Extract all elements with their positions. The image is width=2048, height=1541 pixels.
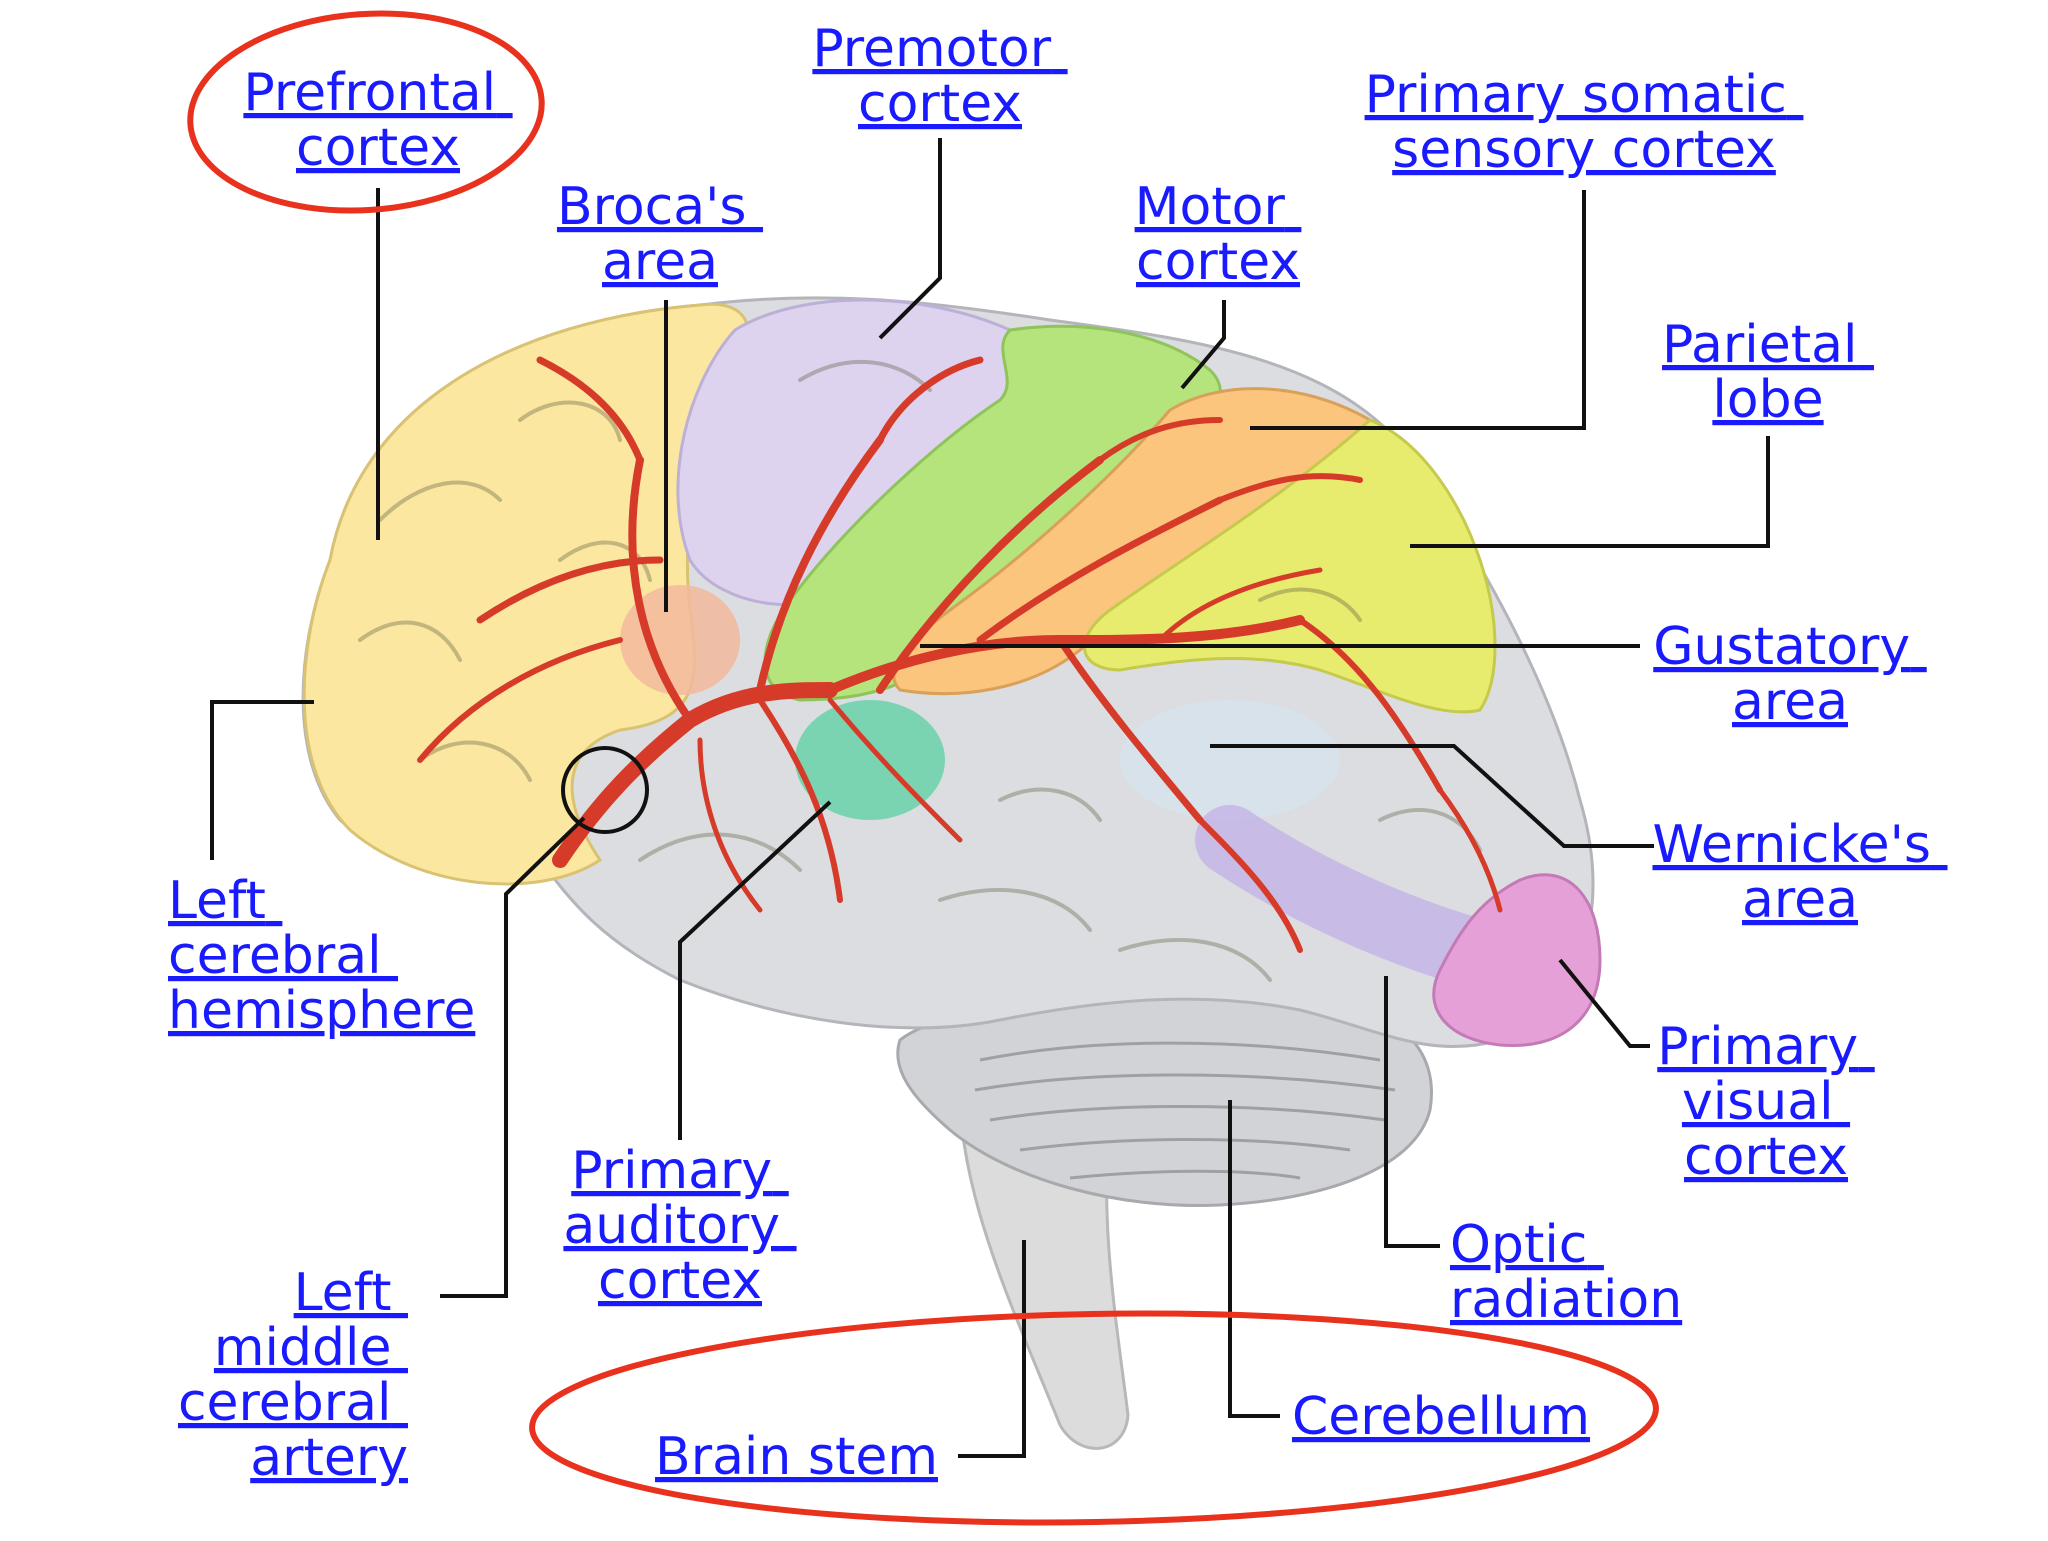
highlight-rings xyxy=(187,10,1659,1526)
visual-cortex-region xyxy=(1432,873,1602,1048)
label-cerebellum[interactable]: Cerebellum xyxy=(1292,1387,1590,1447)
label-motor-cortex[interactable]: Motor cortex xyxy=(1135,177,1302,292)
highlight-ring-bottom xyxy=(529,1310,1659,1526)
label-gustatory-area[interactable]: Gustatory area xyxy=(1653,617,1926,732)
leader-visual xyxy=(1558,958,1650,1048)
leader-parietal xyxy=(1410,436,1770,548)
leader-artery xyxy=(440,816,586,1298)
artery-marker-circle xyxy=(561,746,649,834)
leader-auditory xyxy=(678,800,832,1140)
label-brain-stem[interactable]: Brain stem xyxy=(655,1427,938,1487)
brain-illustration xyxy=(301,296,1602,1450)
middle-cerebral-artery-vessels xyxy=(417,356,1503,953)
label-parietal-lobe[interactable]: Parietal lobe xyxy=(1662,315,1874,430)
leader-wernicke xyxy=(1210,744,1654,848)
leader-premotor xyxy=(878,138,942,340)
leader-left-hemisphere xyxy=(210,700,314,860)
leader-somatosensory xyxy=(1250,190,1586,430)
leader-brainstem xyxy=(958,1240,1026,1458)
cortex-gyri xyxy=(358,359,1482,982)
label-primary-somatic-sensory-cortex[interactable]: Primary somatic sensory cortex xyxy=(1365,65,1804,180)
label-optic-radiation[interactable]: Optic radiation xyxy=(1450,1215,1682,1330)
label-brocas-area[interactable]: Broca's area xyxy=(557,177,763,292)
highlight-ring-prefrontal xyxy=(187,10,545,214)
label-left-middle-cerebral-artery[interactable]: Left middle cerebral artery xyxy=(178,1263,408,1488)
leader-cerebellum xyxy=(1228,1100,1280,1418)
leader-optic xyxy=(1384,976,1440,1248)
labels: Prefrontal cortex Premotor cortex Primar… xyxy=(168,19,1948,1488)
label-left-cerebral-hemisphere[interactable]: Left cerebral hemisphere xyxy=(168,871,475,1041)
leader-lines xyxy=(210,138,1770,1458)
brocas-area-region xyxy=(620,585,740,695)
label-primary-auditory-cortex[interactable]: Primary auditory cortex xyxy=(563,1141,796,1311)
cerebellum-folia xyxy=(974,1041,1396,1180)
label-wernickes-area[interactable]: Wernicke's area xyxy=(1653,815,1948,930)
label-primary-visual-cortex[interactable]: Primary visual cortex xyxy=(1657,1017,1874,1187)
label-premotor-cortex[interactable]: Premotor cortex xyxy=(812,19,1067,134)
leader-motor xyxy=(1180,300,1226,390)
label-prefrontal-cortex[interactable]: Prefrontal cortex xyxy=(243,63,512,178)
